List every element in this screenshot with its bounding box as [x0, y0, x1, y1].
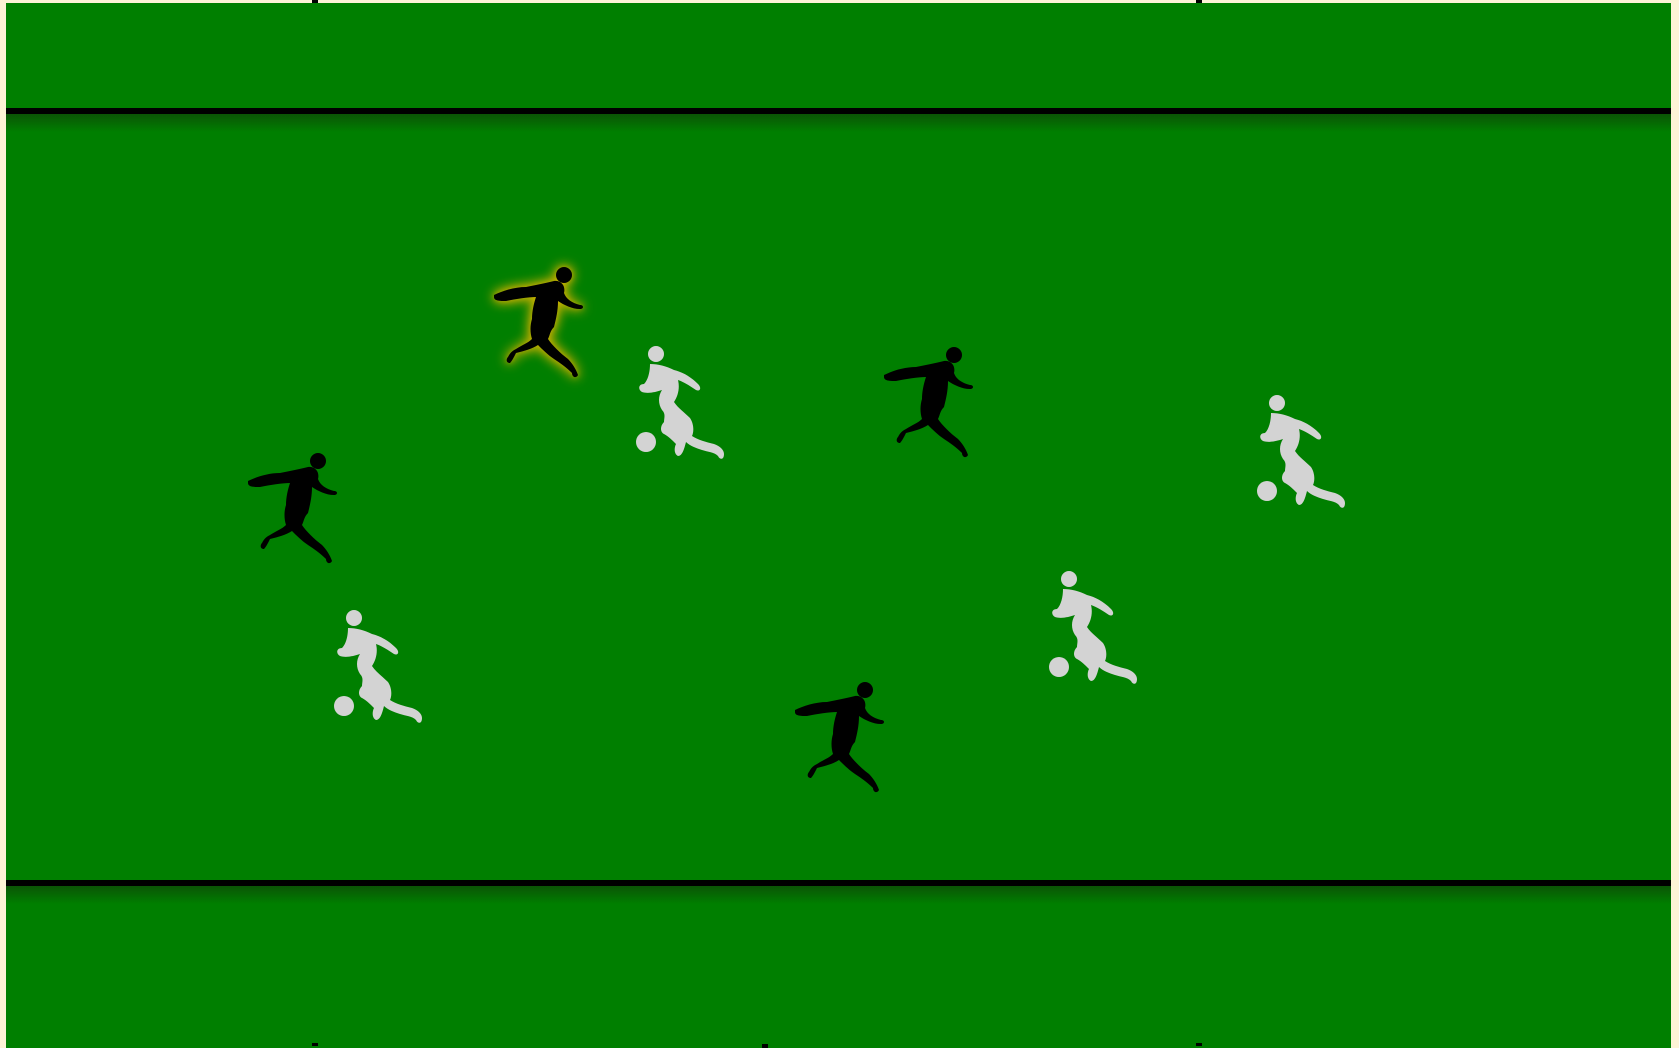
attacker-player[interactable]: [636, 346, 732, 461]
defender-player[interactable]: [882, 345, 982, 460]
corner-tick: [312, 1043, 318, 1046]
defender-player[interactable]: [246, 451, 346, 566]
dribbling-player-icon: [334, 610, 430, 725]
attacker-player[interactable]: [334, 610, 430, 725]
kicking-player-icon: [246, 451, 346, 566]
corner-tick: [1196, 0, 1202, 3]
dribbling-player-icon: [1049, 571, 1145, 686]
top-line-shadow: [6, 114, 1671, 132]
attacker-player[interactable]: [1257, 395, 1353, 510]
kicking-player-icon: [882, 345, 982, 460]
defender-player[interactable]: [793, 680, 893, 795]
pitch: [6, 3, 1671, 1048]
kicking-player-icon: [793, 680, 893, 795]
bottom-line-shadow: [6, 886, 1671, 904]
defender-player-selected[interactable]: [492, 265, 592, 380]
corner-tick: [312, 0, 318, 3]
corner-tick: [1196, 1043, 1202, 1046]
bottom-boundary-line: [6, 880, 1671, 886]
top-boundary-line: [6, 108, 1671, 114]
dribbling-player-icon: [1257, 395, 1353, 510]
kicking-player-icon: [492, 265, 592, 380]
center-tick: [762, 1044, 768, 1048]
attacker-player[interactable]: [1049, 571, 1145, 686]
dribbling-player-icon: [636, 346, 732, 461]
